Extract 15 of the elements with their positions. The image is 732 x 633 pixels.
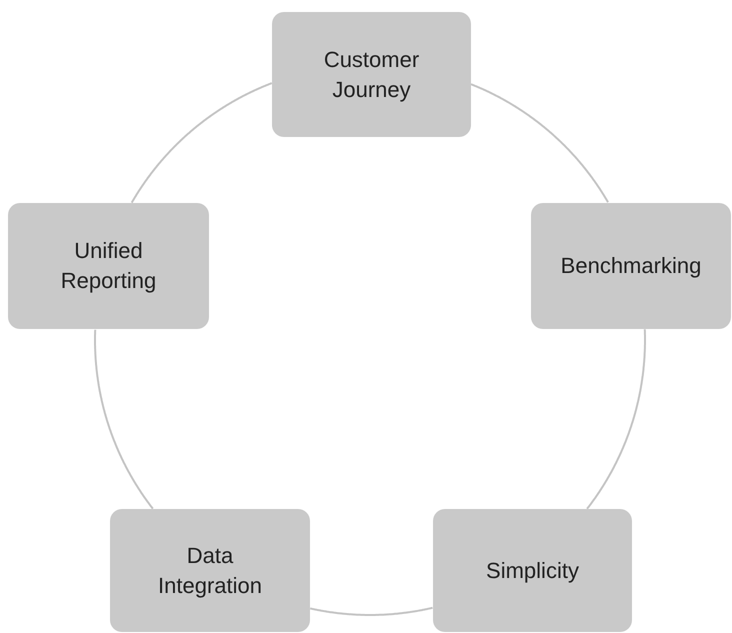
rounded-box xyxy=(272,12,471,137)
connector-arc xyxy=(310,606,433,616)
box-label: Simplicity xyxy=(485,556,580,585)
box-label: Benchmarking xyxy=(560,252,702,280)
rounded-box xyxy=(110,509,310,632)
connector-arc xyxy=(470,83,609,203)
box-label: Unified Reporting xyxy=(60,237,158,295)
connector-arc xyxy=(130,82,272,204)
rounded-box xyxy=(531,203,731,329)
rounded-box xyxy=(433,509,632,632)
box-label: Customer Journey xyxy=(322,46,420,104)
rounded-box xyxy=(8,203,209,329)
box-label: Data Integration xyxy=(157,542,263,600)
connector-arc xyxy=(94,330,154,510)
connector-arc xyxy=(586,329,646,510)
